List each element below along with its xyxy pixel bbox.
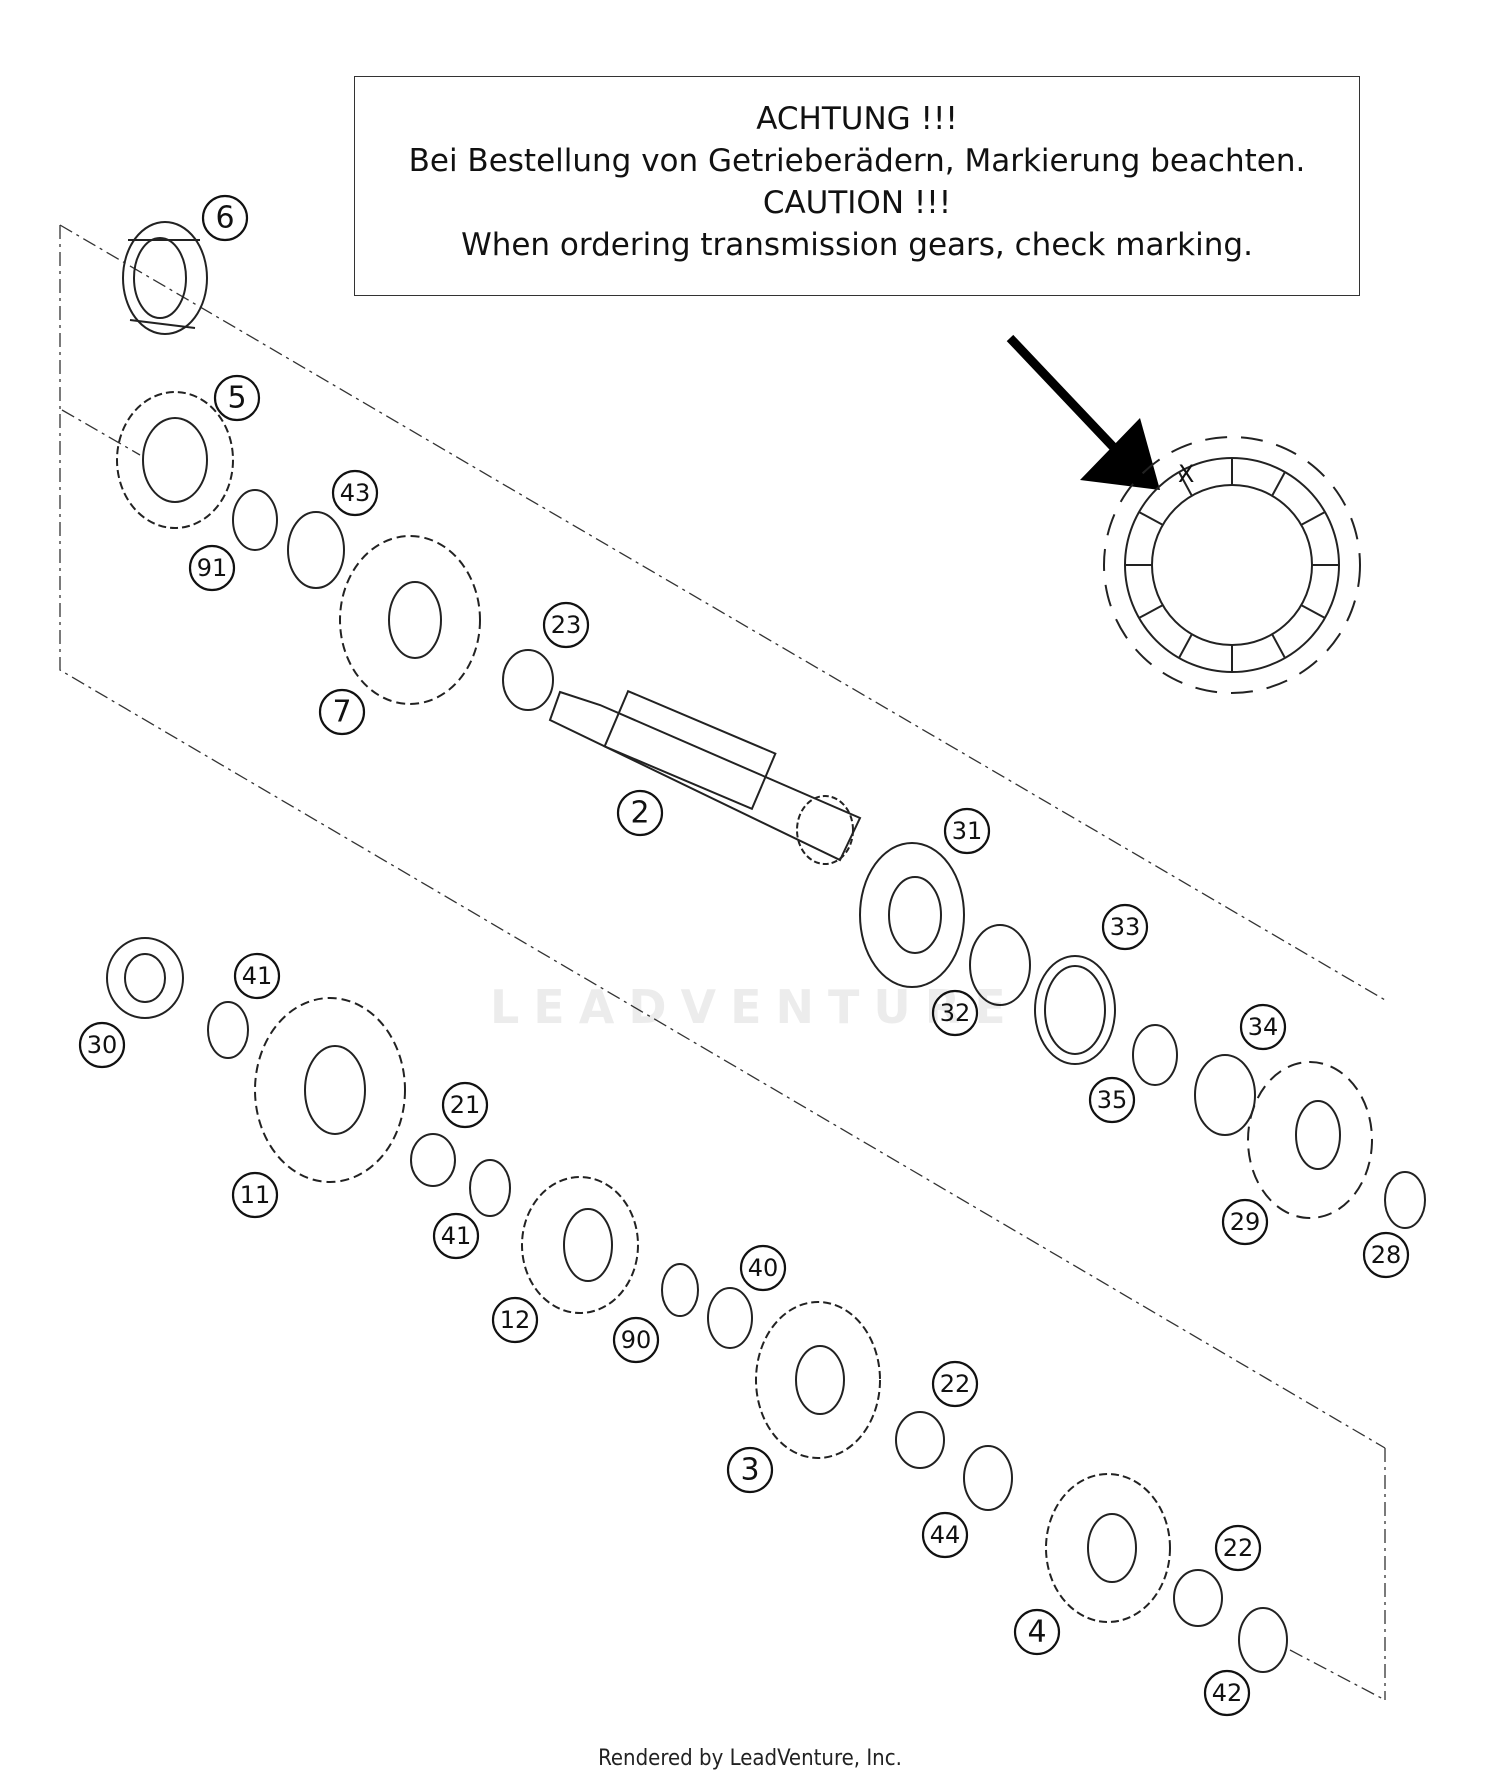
- part-33-seal: [1034, 955, 1116, 1065]
- part-32-washer: [969, 924, 1031, 1006]
- svg-text:91: 91: [197, 554, 228, 582]
- part-2-main-shaft: [548, 689, 862, 865]
- part-40-washer: [707, 1287, 753, 1349]
- marking-arrow: [1006, 334, 1160, 490]
- svg-text:4: 4: [1027, 1615, 1046, 1650]
- part-43-washer: [287, 511, 345, 589]
- callout-90: 90: [612, 1316, 660, 1364]
- svg-text:41: 41: [242, 962, 273, 990]
- part-44-washer: [963, 1445, 1013, 1511]
- watermark: LEADVENTURE: [490, 980, 1020, 1034]
- callout-40: 40: [739, 1244, 787, 1292]
- svg-text:43: 43: [340, 479, 371, 507]
- svg-text:29: 29: [1230, 1208, 1261, 1236]
- part-42-washer: [1238, 1607, 1288, 1673]
- part-91-circlip: [232, 489, 278, 551]
- callout-5: 5: [213, 374, 261, 422]
- marked-gear-detail: X: [1103, 436, 1361, 694]
- svg-text:41: 41: [441, 1222, 472, 1250]
- callout-29: 29: [1221, 1198, 1269, 1246]
- svg-text:5: 5: [227, 381, 246, 416]
- callout-35: 35: [1088, 1076, 1136, 1124]
- notice-line-2: Bei Bestellung von Getrieberädern, Marki…: [408, 143, 1306, 179]
- svg-text:21: 21: [450, 1091, 481, 1119]
- part-30-bearing: [106, 937, 184, 1019]
- part-90-circlip: [661, 1263, 699, 1317]
- callout-7: 7: [318, 688, 366, 736]
- callout-32: 32: [931, 989, 979, 1037]
- svg-text:22: 22: [1223, 1534, 1254, 1562]
- part-29-sprocket: [1247, 1061, 1373, 1219]
- callout-91: 91: [188, 544, 236, 592]
- marking-x: X: [1178, 460, 1194, 488]
- callout-4: 4: [1013, 1608, 1061, 1656]
- notice-line-4: When ordering transmission gears, check …: [461, 227, 1253, 263]
- part-3-gear: [755, 1301, 881, 1459]
- svg-text:40: 40: [748, 1254, 779, 1282]
- part-34-spacer: [1194, 1054, 1256, 1136]
- callout-22b: 22: [1214, 1524, 1262, 1572]
- part-23-bushing: [502, 649, 554, 711]
- callout-12: 12: [491, 1296, 539, 1344]
- callout-41b: 41: [432, 1212, 480, 1260]
- svg-text:32: 32: [940, 999, 971, 1027]
- part-35-o-ring: [1132, 1024, 1178, 1086]
- part-7-gear: [339, 535, 481, 705]
- svg-text:7: 7: [332, 695, 351, 730]
- callout-43: 43: [331, 469, 379, 517]
- callout-34: 34: [1239, 1003, 1287, 1051]
- part-22-bushing-a: [895, 1411, 945, 1469]
- part-21-bushing: [410, 1133, 456, 1187]
- footer-credit: Rendered by LeadVenture, Inc.: [598, 1746, 902, 1771]
- part-22-bushing-b: [1173, 1569, 1223, 1627]
- part-11-gear: [254, 997, 406, 1183]
- callout-22a: 22: [931, 1360, 979, 1408]
- notice-line-3: CAUTION !!!: [762, 185, 952, 221]
- svg-text:2: 2: [630, 796, 649, 831]
- part-4-gear: [1045, 1473, 1171, 1623]
- part-41-washer-a: [207, 1001, 249, 1059]
- svg-text:34: 34: [1248, 1013, 1279, 1041]
- callout-33: 33: [1101, 903, 1149, 951]
- part-28-circlip: [1384, 1171, 1426, 1229]
- callout-6: 6: [201, 194, 249, 242]
- callout-3: 3: [726, 1446, 774, 1494]
- svg-text:44: 44: [930, 1521, 961, 1549]
- assembly-boundary: [59, 224, 1386, 1701]
- callout-41a: 41: [233, 952, 281, 1000]
- part-41-washer-b: [469, 1159, 511, 1217]
- callout-28: 28: [1362, 1231, 1410, 1279]
- notice-line-1: ACHTUNG !!!: [756, 101, 958, 137]
- part-6-shift-dog: [122, 221, 208, 335]
- svg-text:30: 30: [87, 1031, 118, 1059]
- callout-31: 31: [943, 807, 991, 855]
- svg-text:33: 33: [1110, 913, 1141, 941]
- callout-2: 2: [616, 789, 664, 837]
- svg-text:28: 28: [1371, 1241, 1402, 1269]
- order-caution-notice: ACHTUNG !!! Bei Bestellung von Getrieber…: [354, 76, 1360, 296]
- svg-text:35: 35: [1097, 1086, 1128, 1114]
- svg-text:23: 23: [551, 611, 582, 639]
- callout-23: 23: [542, 601, 590, 649]
- svg-text:12: 12: [500, 1306, 531, 1334]
- svg-text:3: 3: [740, 1453, 759, 1488]
- callout-11: 11: [231, 1171, 279, 1219]
- svg-text:31: 31: [952, 817, 983, 845]
- svg-text:22: 22: [940, 1370, 971, 1398]
- svg-text:6: 6: [215, 201, 234, 236]
- part-12-gear: [521, 1176, 639, 1314]
- svg-text:11: 11: [240, 1181, 271, 1209]
- callout-42: 42: [1203, 1669, 1251, 1717]
- part-31-bearing: [859, 842, 965, 988]
- part-5-gear: [116, 391, 234, 529]
- callout-30: 30: [78, 1021, 126, 1069]
- svg-text:90: 90: [621, 1326, 652, 1354]
- callout-21: 21: [441, 1081, 489, 1129]
- svg-text:42: 42: [1212, 1679, 1243, 1707]
- callout-44: 44: [921, 1511, 969, 1559]
